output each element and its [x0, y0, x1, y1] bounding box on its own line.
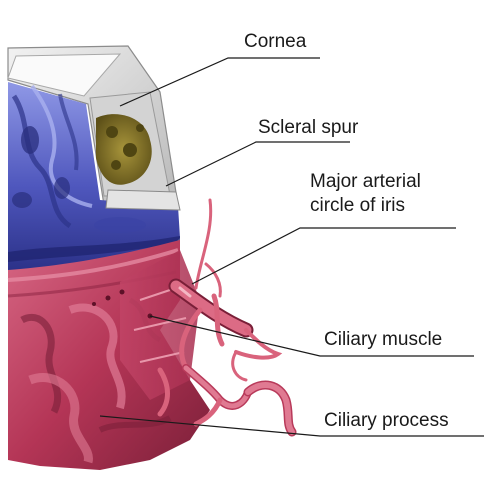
- scleral-spur-shape: [105, 189, 181, 211]
- leader-lines: [99, 57, 484, 437]
- arterial-vessels: [157, 198, 297, 437]
- trabecular-meshwork: [8, 82, 180, 272]
- leader-scleral-spur: [165, 141, 350, 187]
- leader-ciliary-process: [99, 415, 484, 437]
- label-cornea: Cornea: [244, 31, 307, 52]
- leader-major-arterial-circle: [191, 227, 456, 285]
- leader-cornea: [119, 57, 320, 107]
- label-major-arterial-circle-line2: circle of iris: [310, 195, 406, 216]
- label-ciliary-muscle: Ciliary muscle: [324, 329, 443, 350]
- leader-ciliary-muscle: [149, 315, 474, 357]
- label-scleral-spur: Scleral spur: [258, 117, 359, 138]
- ciliary-body: [7, 240, 210, 470]
- label-ciliary-process: Ciliary process: [324, 410, 449, 431]
- schlemm-canal: [96, 114, 152, 185]
- label-major-arterial-circle-line1: Major arterial: [310, 171, 421, 192]
